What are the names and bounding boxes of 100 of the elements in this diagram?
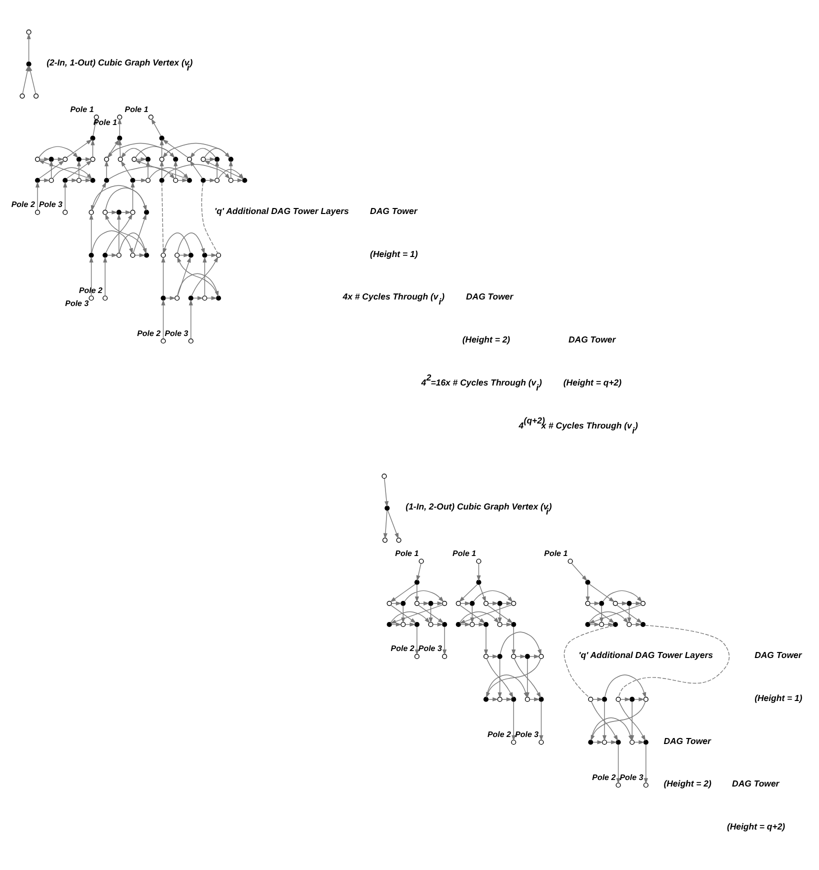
node-circle (102, 209, 108, 214)
arrow (387, 510, 399, 538)
node-dot (188, 295, 194, 300)
node-dot (585, 621, 590, 627)
arrow (162, 232, 191, 254)
arrow (116, 213, 121, 253)
arrow (484, 626, 488, 655)
node-dot (116, 209, 122, 214)
arrow (539, 701, 544, 741)
node-dot (202, 252, 208, 258)
arrow (105, 213, 132, 253)
arrow (160, 160, 164, 178)
node-circle (414, 653, 420, 659)
arrow (414, 584, 419, 602)
node-label: Pole 2 (78, 285, 102, 294)
node-circle (497, 621, 502, 627)
arrow (188, 299, 193, 339)
node-circle (186, 156, 192, 162)
node-dot (386, 621, 392, 627)
node-circle (442, 653, 448, 659)
node-label: Pole 2 (11, 200, 35, 209)
node-dot (612, 621, 618, 627)
node-circle (483, 600, 489, 606)
arrow (512, 701, 516, 741)
node-label: Pole 1 (124, 104, 148, 114)
node-circle (34, 156, 40, 162)
arrow (107, 138, 120, 158)
arrow (177, 256, 218, 296)
node-dot (442, 621, 448, 627)
node-dot (630, 696, 635, 702)
node-circle (418, 558, 424, 564)
arrow (644, 744, 648, 784)
node-circle (386, 600, 392, 606)
arrow (151, 118, 162, 136)
node-dot (214, 156, 220, 162)
node-dot (48, 156, 54, 162)
arrow (162, 163, 230, 179)
node-circle (130, 252, 136, 258)
node-circle (26, 29, 32, 34)
node-circle (62, 156, 68, 162)
arrow (418, 600, 430, 605)
node-dot (130, 177, 136, 182)
arrow (118, 138, 122, 157)
node-dot (483, 621, 489, 627)
label: (Height = q+2) (726, 821, 786, 832)
arrow (89, 256, 94, 296)
node-dot (585, 579, 590, 584)
arrow (631, 622, 642, 626)
node-dot (616, 739, 621, 744)
arrow (488, 600, 498, 605)
arrow (516, 654, 526, 658)
node-circle (188, 338, 194, 344)
node-label: Pole 2 (137, 328, 161, 338)
node-dot (102, 252, 108, 258)
node-circle (90, 156, 96, 162)
arrow (202, 256, 207, 296)
node-dot (626, 600, 632, 606)
node-label: Pole 3 (418, 644, 442, 653)
arrow (617, 600, 628, 605)
arrow (474, 622, 485, 626)
arrow (105, 213, 146, 253)
arrow (602, 590, 642, 602)
arrow (215, 160, 220, 178)
arrow (191, 256, 218, 296)
arrow (120, 160, 132, 178)
node-circle (602, 739, 608, 744)
node-dot (483, 696, 489, 702)
arrow (63, 181, 68, 210)
arrow (92, 181, 106, 210)
node-label: Pole 3 (515, 730, 539, 739)
label: DAG Tower (664, 735, 711, 746)
arrow (586, 584, 590, 602)
node-circle (160, 338, 166, 344)
node-dot (640, 621, 646, 627)
arrow (228, 160, 233, 178)
node-circle (117, 114, 122, 120)
node-circle (48, 177, 54, 182)
arrow (28, 64, 36, 94)
arrow (120, 147, 147, 158)
arrow (460, 622, 471, 626)
node-label: Pole 1 (93, 117, 118, 126)
arrow (616, 604, 642, 623)
arrow (161, 256, 166, 296)
arrow (391, 600, 402, 605)
arrow (135, 160, 188, 179)
node-circle (118, 156, 123, 162)
arrow (432, 622, 444, 626)
node-dot (414, 579, 420, 584)
node-dot (159, 135, 164, 140)
label: 'q' Additional DAG Tower Layers (578, 649, 713, 660)
arrow (118, 118, 122, 136)
arrow (616, 744, 620, 784)
arrow (38, 146, 78, 158)
node-label: Pole 1 (395, 548, 419, 558)
node-circle (538, 653, 544, 659)
label: (Height = q+2) (563, 376, 622, 387)
arrow (590, 600, 600, 605)
arrow (460, 600, 471, 605)
node-dot (117, 135, 122, 140)
node-dot (26, 61, 32, 66)
